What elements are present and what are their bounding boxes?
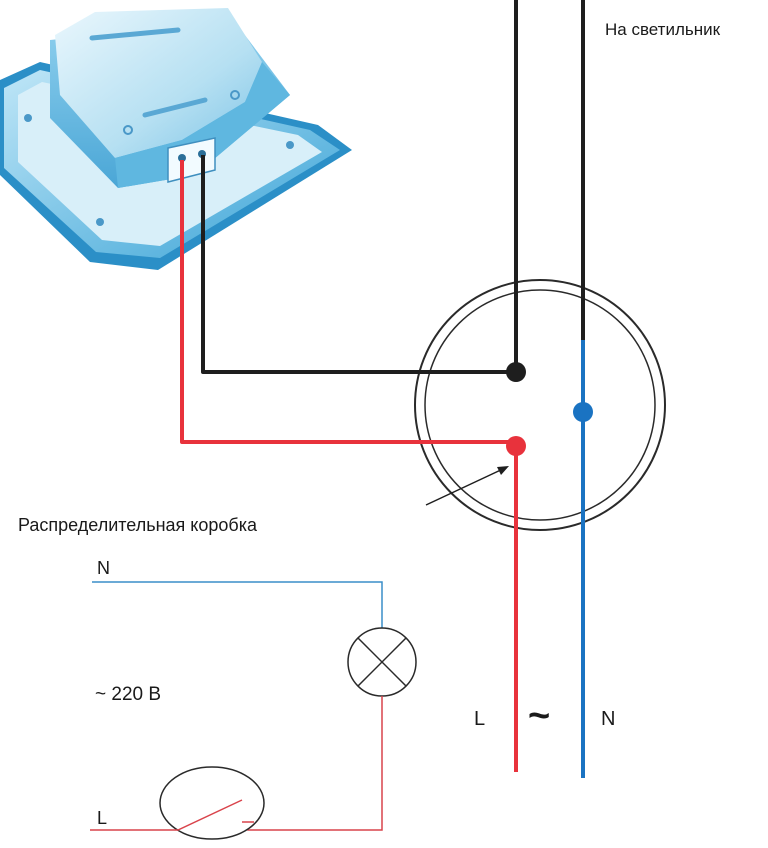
ac-symbol-label: ~ xyxy=(528,695,550,737)
live-bottom-label: L xyxy=(97,808,107,828)
neutral-top-label: N xyxy=(97,558,110,578)
to-lamp-label: На светильник xyxy=(605,20,721,39)
lamp-symbol xyxy=(347,627,417,697)
schematic-circuit xyxy=(90,581,417,840)
phase-n-label: N xyxy=(601,708,615,730)
switched-wire xyxy=(201,0,526,382)
switch-symbol xyxy=(90,766,265,840)
phase-l-label: L xyxy=(474,708,485,730)
wall-switch-illustration xyxy=(0,8,352,270)
junction-pointer-arrow xyxy=(425,466,509,506)
voltage-label: ~ 220 В xyxy=(95,684,161,705)
junction-box xyxy=(414,279,666,531)
phase-wire xyxy=(180,160,526,772)
neutral-wire xyxy=(573,0,593,778)
junction-box-label: Распределительная коробка xyxy=(18,515,258,535)
